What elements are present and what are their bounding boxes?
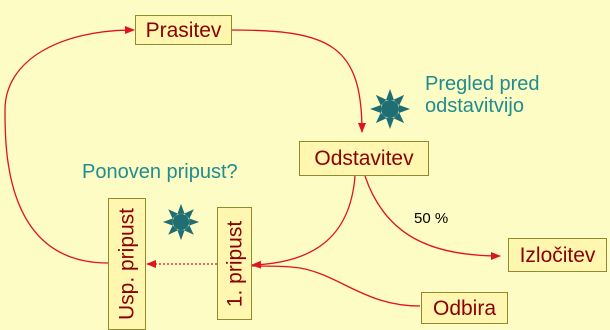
annotation-pregled-line1: Pregled pred bbox=[425, 73, 540, 95]
node-usp-pripust: Usp. pripust bbox=[108, 198, 146, 330]
annotation-pregled-line2: odstavitvijo bbox=[425, 95, 524, 118]
node-odstavitev: Odstavitev bbox=[299, 141, 429, 176]
node-izlocitev: Izločitev bbox=[508, 238, 607, 272]
node-prasitev: Prasitev bbox=[135, 15, 232, 45]
node-prvi-pripust: 1. pripust bbox=[217, 207, 252, 320]
node-usp-pripust-label: Usp. pripust bbox=[115, 207, 139, 321]
annotation-percent: 50 % bbox=[414, 210, 449, 227]
edge-odstavitev-to-izlocitev bbox=[364, 175, 501, 260]
edge-prasitev-to-odstavitev bbox=[231, 29, 366, 133]
sun-icon-pregled bbox=[370, 89, 410, 129]
node-odbira: Odbira bbox=[421, 292, 508, 324]
sun-icon-ponoven bbox=[162, 203, 200, 241]
edge-odbira-to-prvi-pripust bbox=[251, 265, 421, 307]
edge-usp-pripust-to-prasitev bbox=[4, 26, 135, 264]
annotation-ponoven-pripust: Ponoven pripust? bbox=[82, 161, 238, 183]
edge-odstavitev-to-prvi-pripust bbox=[251, 175, 356, 269]
node-prvi-pripust-label: 1. pripust bbox=[223, 220, 246, 307]
annotation-pregled: Pregled pred odstavitvijo bbox=[425, 73, 540, 118]
